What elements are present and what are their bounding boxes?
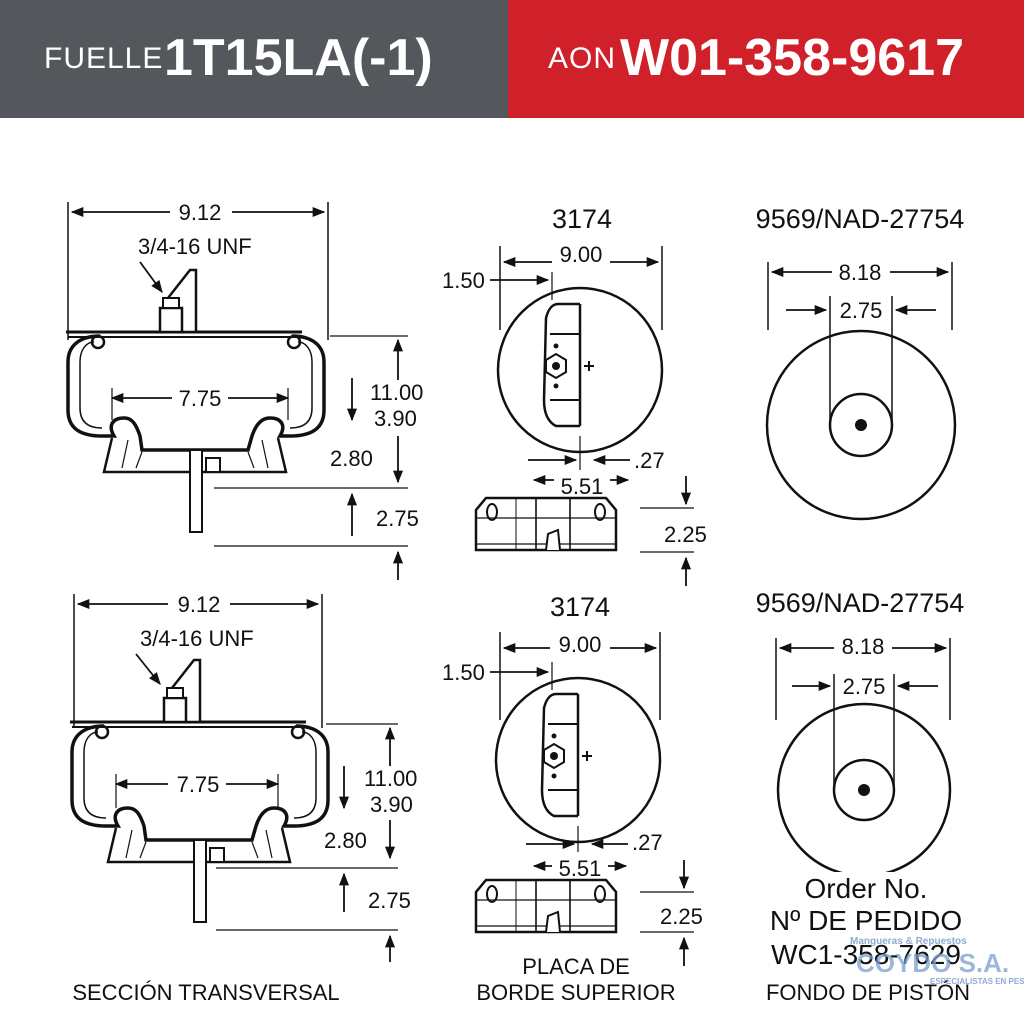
plate-offset-label-2: 1.50	[442, 660, 485, 685]
plate-gap-label: .27	[634, 448, 665, 473]
dim-stud-label: 2.75	[376, 506, 419, 531]
thread-label: 3/4-16 UNF	[138, 234, 252, 259]
caption-top-plate-1: PLACA DE	[522, 954, 630, 979]
plate-gap-label-2: .27	[632, 830, 663, 855]
caption-top-plate-2: BORDE SUPERIOR	[476, 980, 675, 1005]
watermark-line2: COYDO S.A.	[856, 948, 1009, 978]
piston-top: 9569/NAD-27754 8.18 2.75	[756, 204, 965, 521]
piston-dia-label: 8.18	[839, 260, 882, 285]
watermark-line3: ESPECIALISTAS EN PESADO	[930, 977, 1024, 986]
top-plate-bottom: 3174 9.00 1.50 .27 5.51 2.25	[442, 592, 703, 966]
piston-title: 9569/NAD-27754	[756, 204, 965, 234]
plate-title-2: 3174	[550, 592, 610, 622]
order-block: Order No. Nº DE PEDIDO WC1-358-7629	[770, 872, 962, 970]
order-line3: WC1-358-7629	[771, 939, 961, 970]
cross-section-bottom: 9.12 3/4-16 UNF 7.75 11.00 3.90 2.80 2.7…	[68, 592, 417, 962]
header-right-panel: AON W01-358-9617	[508, 0, 1024, 118]
piston-dia-label-2: 8.18	[842, 634, 885, 659]
header-aon-number: W01-358-9617	[620, 29, 964, 87]
cross-section-top: 9.12 3/4-16 UNF 7.75 11.00 3.90 2.80 2.7…	[64, 200, 423, 580]
dim-h2-label-2: 3.90	[370, 792, 413, 817]
dim-inner-label: 7.75	[179, 386, 222, 411]
dim-height-label: 11.00	[370, 380, 423, 405]
top-plate-top: 3174 9.00 1.50 .27 5.51 2.25	[442, 204, 707, 586]
plate-offset-label: 1.50	[442, 268, 485, 293]
thread-label-2: 3/4-16 UNF	[140, 626, 254, 651]
dim-width-label-2: 9.12	[178, 592, 221, 617]
dim-inner-label-2: 7.75	[177, 772, 220, 797]
header-banner: FUELLE 1T15LA(-1) AON W01-358-9617	[0, 0, 1024, 118]
plate-title: 3174	[552, 204, 612, 234]
watermark-line1: Mangueras & Repuestos	[850, 936, 967, 947]
plate-dia-label: 9.00	[560, 242, 603, 267]
watermark-logo: Mangueras & Repuestos COYDO S.A. ESPECIA…	[850, 936, 1024, 986]
header-right-label: AON	[548, 42, 617, 75]
dim-h2-label: 3.90	[374, 406, 417, 431]
dim-stud-label-2: 2.75	[368, 888, 411, 913]
piston-inner-label-2: 2.75	[843, 674, 886, 699]
caption-cross-section: SECCIÓN TRANSVERSAL	[72, 980, 339, 1005]
order-line1: Order No.	[805, 873, 928, 904]
header-left-panel: FUELLE 1T15LA(-1)	[0, 0, 508, 118]
header-part-number: 1T15LA(-1)	[164, 29, 433, 87]
dim-width-label: 9.12	[179, 200, 222, 225]
plate-span-label: 5.51	[561, 474, 604, 499]
technical-drawing: 9.12 3/4-16 UNF 7.75 11.00 3.90 2.80 2.7…	[64, 200, 1024, 1005]
dim-height-label-2: 11.00	[364, 766, 417, 791]
order-line2: Nº DE PEDIDO	[770, 905, 962, 936]
plate-span-label-2: 5.51	[559, 856, 602, 881]
dim-h3-label: 2.80	[330, 446, 373, 471]
piston-title-2: 9569/NAD-27754	[756, 588, 965, 618]
plate-height-label: 2.25	[664, 522, 707, 547]
header-left-label: FUELLE	[44, 42, 164, 75]
piston-bottom: 9569/NAD-27754 8.18 2.75	[756, 588, 965, 878]
plate-height-label-2: 2.25	[660, 904, 703, 929]
plate-dia-label-2: 9.00	[559, 632, 602, 657]
caption-piston: FONDO DE PISTÓN	[766, 980, 970, 1005]
dim-h3-label-2: 2.80	[324, 828, 367, 853]
piston-inner-label: 2.75	[840, 298, 883, 323]
